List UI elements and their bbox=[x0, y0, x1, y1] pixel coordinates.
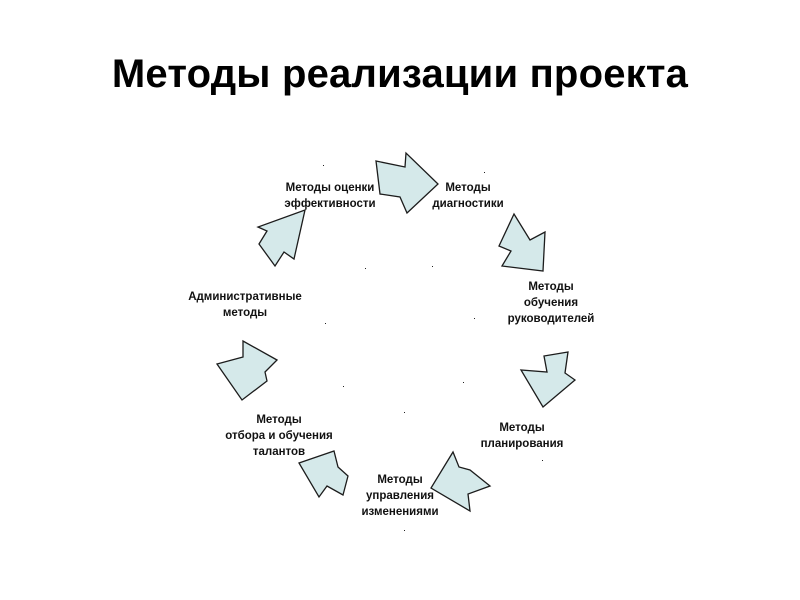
cycle-arrow-2 bbox=[498, 212, 546, 272]
speck bbox=[432, 266, 433, 267]
node-line: диагностики bbox=[432, 198, 504, 210]
cycle-arrow-4 bbox=[430, 450, 492, 513]
node-line: Административные bbox=[188, 291, 302, 303]
node-line: Методы оценки bbox=[285, 182, 375, 194]
cycle-arrow-7 bbox=[256, 208, 306, 268]
node-talent-selection-methods: Методы отбора и обучения талантов bbox=[212, 412, 346, 460]
speck bbox=[365, 268, 366, 269]
cycle-arrow-3 bbox=[519, 351, 577, 408]
node-line: управления bbox=[366, 490, 434, 502]
node-line: Методы bbox=[256, 414, 302, 426]
speck bbox=[404, 530, 405, 531]
slide-title: Методы реализации проекта bbox=[111, 52, 689, 96]
speck bbox=[474, 318, 475, 319]
node-line: Методы bbox=[445, 182, 491, 194]
speck bbox=[463, 382, 464, 383]
node-line: Методы bbox=[528, 281, 574, 293]
node-line: методы bbox=[222, 307, 268, 319]
node-line: талантов bbox=[252, 446, 306, 458]
node-line: изменениями bbox=[361, 506, 439, 518]
node-line: эффективности bbox=[284, 198, 376, 210]
node-line: Методы bbox=[377, 474, 423, 486]
cycle-arrow-6 bbox=[215, 339, 279, 401]
node-planning-methods: Методы планирования bbox=[470, 420, 574, 452]
cycle-arrow-5 bbox=[298, 450, 349, 499]
speck bbox=[323, 165, 324, 166]
speck bbox=[542, 460, 543, 461]
speck bbox=[404, 412, 405, 413]
node-line: Методы bbox=[499, 422, 545, 434]
node-line: руководителей bbox=[507, 313, 595, 325]
node-line: обучения bbox=[523, 297, 579, 309]
speck bbox=[325, 323, 326, 324]
cycle-arrow-1 bbox=[375, 151, 439, 215]
node-management-training-methods: Методы обучения руководителей bbox=[498, 279, 604, 327]
node-administrative-methods: Административные методы bbox=[176, 289, 314, 321]
node-line: планирования bbox=[480, 438, 564, 450]
node-diagnostics-methods: Методы диагностики bbox=[420, 180, 516, 212]
node-line: отбора и обучения bbox=[225, 430, 333, 442]
speck bbox=[484, 172, 485, 173]
speck bbox=[343, 386, 344, 387]
node-evaluation-methods: Методы оценки эффективности bbox=[272, 180, 388, 212]
node-change-management-methods: Методы управления изменениями bbox=[350, 472, 450, 520]
